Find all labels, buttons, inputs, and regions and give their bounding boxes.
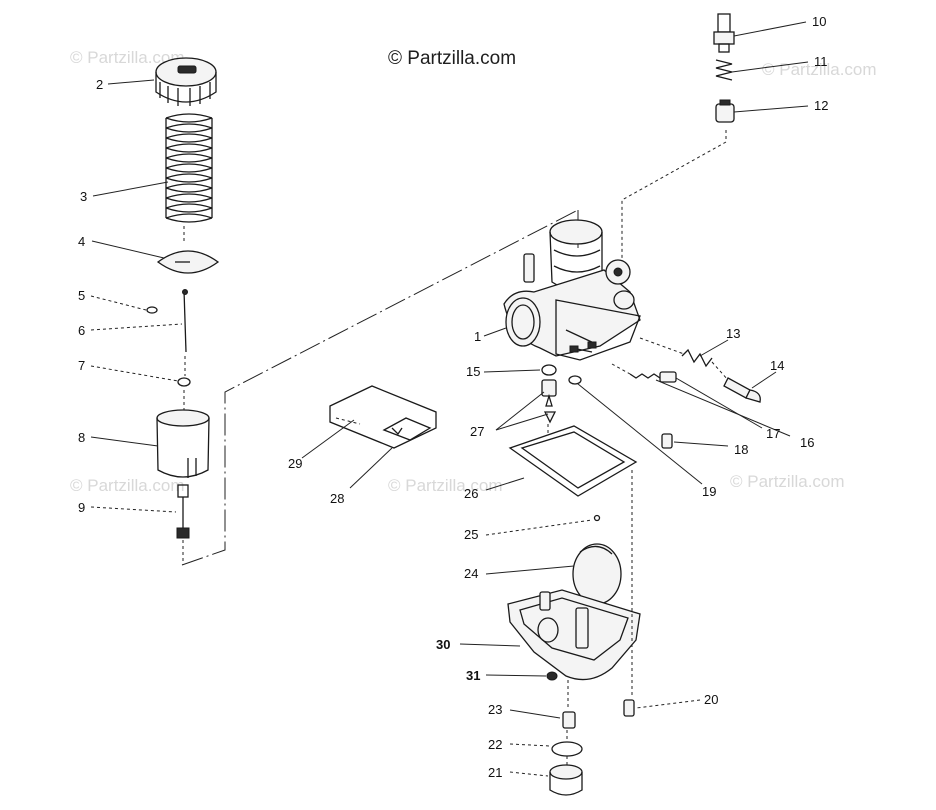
watermark-bottom-center: © Partzilla.com bbox=[388, 476, 503, 495]
part-30-float-bowl bbox=[507, 589, 641, 681]
callout-3: 3 bbox=[80, 189, 87, 204]
callout-15: 15 bbox=[466, 364, 480, 379]
callout-4: 4 bbox=[78, 234, 85, 249]
part-21-plug bbox=[549, 764, 583, 796]
callout-21: 21 bbox=[488, 765, 502, 780]
part-19-washer bbox=[568, 375, 582, 385]
callout-labels: 2 3 4 5 6 7 8 9 10 11 12 1 13 14 15 16 1… bbox=[78, 14, 828, 780]
callout-5: 5 bbox=[78, 288, 85, 303]
part-1-carburetor-body bbox=[503, 219, 641, 361]
part-20-screw bbox=[623, 699, 635, 717]
watermark-bottom-left: © Partzilla.com bbox=[70, 476, 185, 495]
callout-30: 30 bbox=[436, 637, 450, 652]
phantom-outline bbox=[181, 209, 579, 566]
part-15-washer bbox=[541, 364, 557, 376]
part-31-plug bbox=[546, 671, 558, 681]
part-2-cap bbox=[155, 57, 217, 106]
callout-8: 8 bbox=[78, 430, 85, 445]
part-12-cap bbox=[715, 99, 735, 123]
part-10-fitting bbox=[713, 13, 735, 53]
callout-12: 12 bbox=[814, 98, 828, 113]
callout-27: 27 bbox=[470, 424, 484, 439]
part-29-plate bbox=[329, 385, 437, 449]
callout-2: 2 bbox=[96, 77, 103, 92]
part-8-slide bbox=[156, 409, 210, 478]
part-11-spring bbox=[715, 59, 733, 81]
part-14-screw bbox=[723, 377, 761, 403]
watermark-top-left: © Partzilla.com bbox=[70, 48, 185, 67]
callout-1: 1 bbox=[474, 329, 481, 344]
callout-16: 16 bbox=[800, 435, 814, 450]
part-25-pin bbox=[593, 514, 601, 522]
watermark-bottom-right: © Partzilla.com bbox=[730, 472, 845, 491]
callout-19: 19 bbox=[702, 484, 716, 499]
part-26-gasket bbox=[508, 425, 638, 497]
part-3-spring bbox=[165, 113, 213, 223]
callout-24: 24 bbox=[464, 566, 478, 581]
callout-17: 17 bbox=[766, 426, 780, 441]
part-6-needle bbox=[182, 289, 188, 353]
callout-23: 23 bbox=[488, 702, 502, 717]
callout-13: 13 bbox=[726, 326, 740, 341]
callout-11: 11 bbox=[814, 54, 828, 69]
part-13-spring bbox=[681, 348, 713, 368]
callout-20: 20 bbox=[704, 692, 718, 707]
part-4-plate bbox=[156, 250, 220, 274]
callout-6: 6 bbox=[78, 323, 85, 338]
part-18-screw bbox=[661, 433, 673, 449]
part-24-float bbox=[572, 543, 622, 605]
watermark-main: © Partzilla.com bbox=[388, 48, 517, 69]
part-7-washer bbox=[177, 377, 191, 387]
part-9-screw bbox=[176, 484, 190, 539]
callout-31: 31 bbox=[466, 668, 480, 683]
callout-9: 9 bbox=[78, 500, 85, 515]
part-23-jet bbox=[562, 711, 576, 729]
part-17-screw bbox=[629, 371, 677, 383]
part-22-oring bbox=[551, 741, 583, 757]
callout-18: 18 bbox=[734, 442, 748, 457]
part-28-plate bbox=[382, 417, 432, 441]
callout-7: 7 bbox=[78, 358, 85, 373]
callout-28: 28 bbox=[330, 491, 344, 506]
callout-29: 29 bbox=[288, 456, 302, 471]
callout-25: 25 bbox=[464, 527, 478, 542]
callout-22: 22 bbox=[488, 737, 502, 752]
leader-lines bbox=[90, 21, 809, 777]
callout-10: 10 bbox=[812, 14, 826, 29]
part-5-clip bbox=[146, 306, 158, 314]
callout-26: 26 bbox=[464, 486, 478, 501]
callout-14: 14 bbox=[770, 358, 784, 373]
